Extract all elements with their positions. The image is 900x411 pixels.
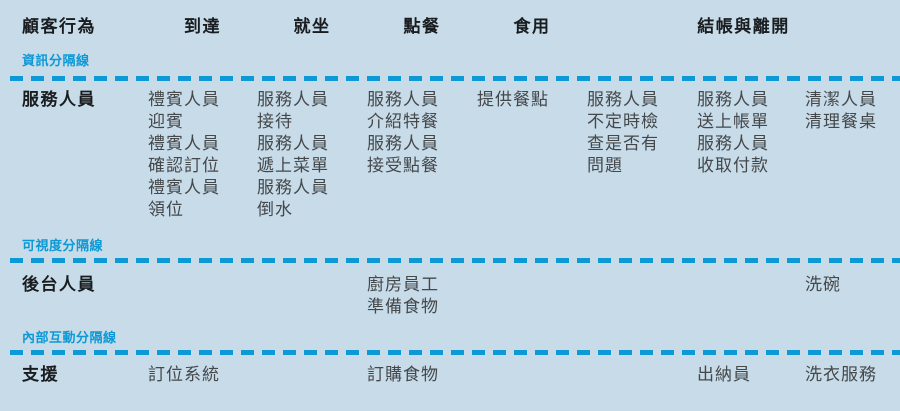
backstage-ordering-cell: 廚房員工 準備食物 bbox=[367, 275, 439, 316]
frontstage-ordering-cell: 服務人員 介紹特餐 服務人員 接受點餐 bbox=[367, 90, 439, 175]
info-divider-label: 資訊分隔線 bbox=[22, 53, 90, 68]
support-departure-cell: 洗衣服務 bbox=[805, 365, 877, 384]
backstage-row-label: 後台人員 bbox=[22, 275, 96, 294]
support-billing-cell: 出納員 bbox=[697, 365, 751, 384]
support-arrival-cell: 訂位系統 bbox=[148, 365, 220, 384]
phase-checkout-departure: 結帳與離開 bbox=[697, 17, 790, 36]
phase-ordering: 點餐 bbox=[403, 17, 441, 36]
frontstage-eating-cell: 提供餐點 bbox=[477, 90, 549, 109]
frontstage-billing-cell: 服務人員 送上帳單 服務人員 收取付款 bbox=[697, 90, 769, 175]
customer-actions-header: 顧客行為 bbox=[22, 17, 96, 36]
support-row-label: 支援 bbox=[22, 365, 59, 384]
internal-divider-label: 內部互動分隔線 bbox=[22, 330, 117, 345]
visibility-divider-dashed-line bbox=[10, 258, 900, 263]
frontstage-seating-cell: 服務人員 接待 服務人員 遞上菜單 服務人員 倒水 bbox=[257, 90, 329, 219]
internal-divider-dashed-line bbox=[10, 350, 900, 355]
frontstage-row-label: 服務人員 bbox=[22, 90, 96, 109]
phase-eating: 食用 bbox=[513, 17, 551, 36]
backstage-departure-cell: 洗碗 bbox=[805, 275, 841, 294]
phase-seating: 就坐 bbox=[293, 17, 331, 36]
info-divider-dashed-line bbox=[10, 76, 900, 81]
visibility-divider-label: 可視度分隔線 bbox=[22, 238, 104, 253]
frontstage-arrival-cell: 禮賓人員 迎賓 禮賓人員 確認訂位 禮賓人員 領位 bbox=[148, 90, 220, 219]
phase-arrival: 到達 bbox=[184, 17, 221, 36]
support-ordering-cell: 訂購食物 bbox=[367, 365, 439, 384]
frontstage-departure-cell: 清潔人員 清理餐桌 bbox=[805, 90, 877, 131]
frontstage-checking-cell: 服務人員 不定時檢 查是否有 問題 bbox=[587, 90, 659, 175]
